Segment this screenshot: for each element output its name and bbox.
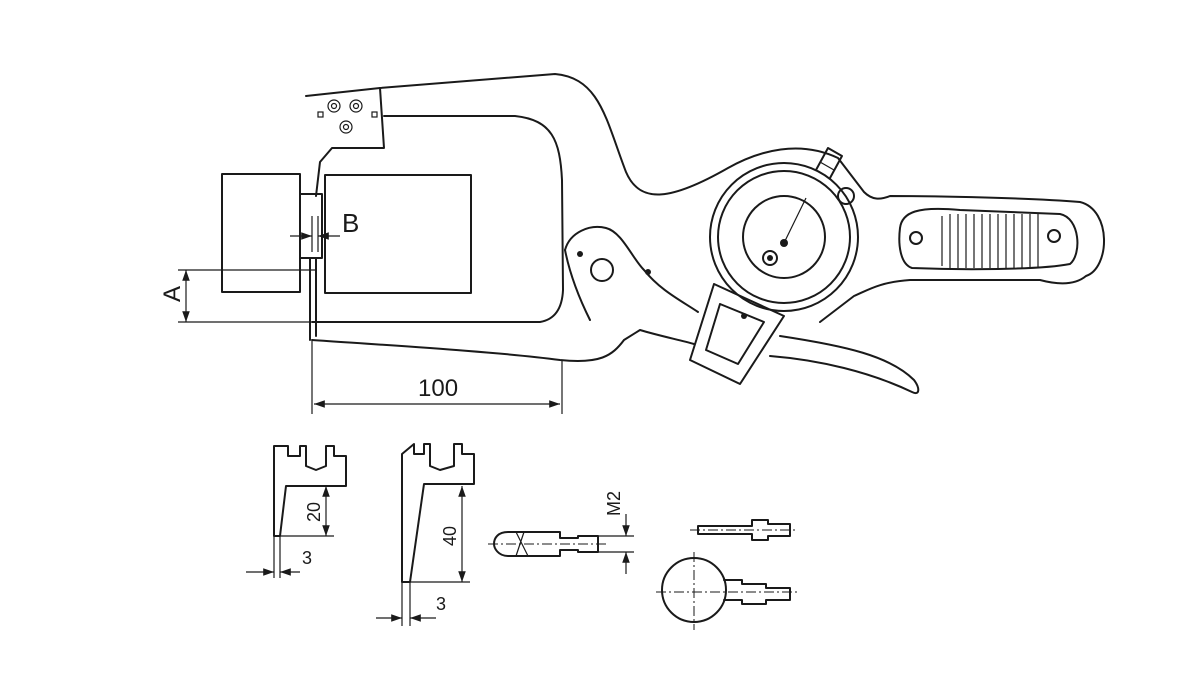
dimension-a: A — [159, 269, 316, 323]
tip-long-height-label: 40 — [440, 526, 460, 546]
dimension-a-label: A — [159, 286, 186, 302]
tip-short-height-label: 20 — [304, 502, 324, 522]
dimension-b: B — [290, 208, 359, 252]
thread-size-label: M2 — [604, 491, 624, 516]
tip-short: 3 20 — [246, 445, 347, 578]
handle-grip — [898, 207, 1079, 271]
jaw-screws — [317, 99, 378, 134]
dimension-100-label: 100 — [418, 375, 458, 402]
ball-tip — [656, 552, 798, 630]
dimension-b-label: B — [342, 208, 359, 238]
lever-arm — [769, 335, 920, 394]
measuring-tip-block — [299, 193, 323, 259]
workpiece-left — [221, 173, 301, 293]
pivot-hole — [590, 258, 614, 282]
dimension-100: 100 — [311, 340, 563, 414]
tip-long-width-label: 3 — [436, 594, 446, 614]
tip-short-width-label: 3 — [302, 548, 312, 568]
small-pin — [690, 519, 798, 541]
tip-long: 3 40 — [376, 443, 475, 626]
dial-gauge — [689, 147, 859, 385]
caliper-frame — [305, 73, 1105, 362]
threaded-pin: M2 — [488, 491, 634, 574]
